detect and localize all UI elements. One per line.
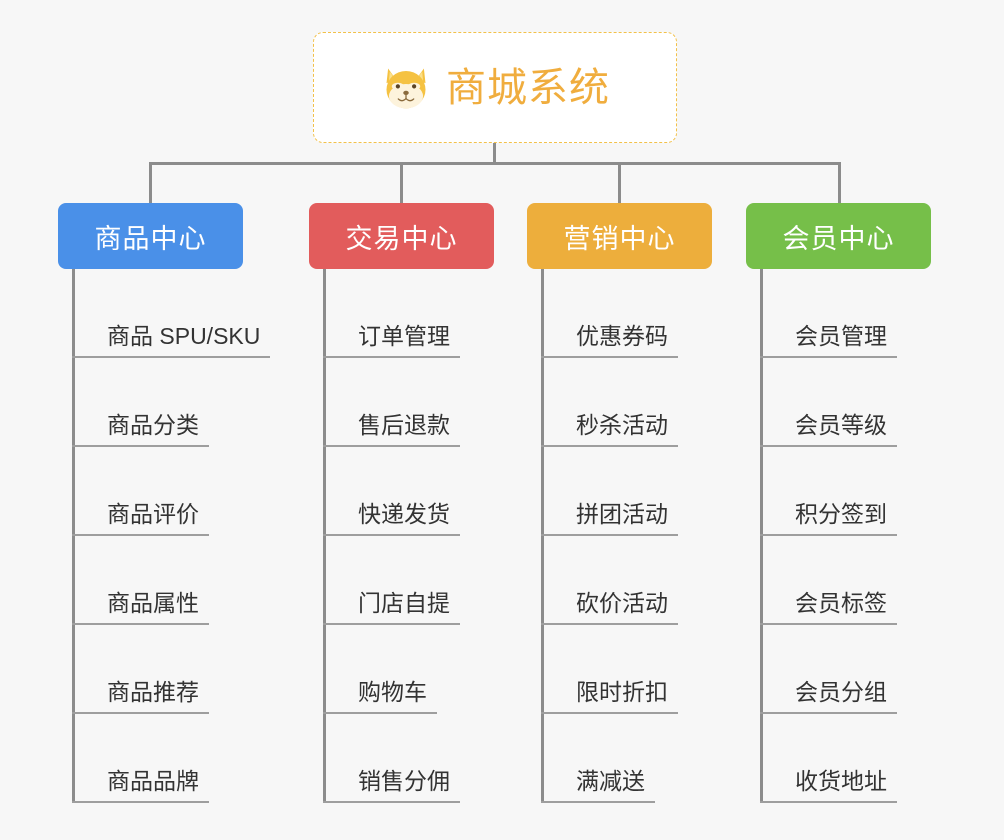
list-item[interactable]: 会员管理	[760, 269, 931, 358]
root-title: 商城系统	[446, 65, 610, 110]
list-item-label: 限时折扣	[541, 679, 678, 714]
branch-header-label: 营销中心	[563, 223, 676, 254]
list-item-label: 快递发货	[323, 501, 460, 536]
list-item[interactable]: 快递发货	[323, 447, 494, 536]
list-item[interactable]: 拼团活动	[541, 447, 712, 536]
branch-header-member[interactable]: 会员中心	[746, 203, 931, 269]
list-item[interactable]: 满减送	[541, 714, 712, 803]
branch-header-product[interactable]: 商品中心	[58, 203, 243, 269]
connector-bus	[149, 162, 841, 165]
list-item[interactable]: 商品分类	[72, 358, 270, 447]
branch-column-product: 商品中心 商品 SPU/SKU 商品分类 商品评价 商品属性 商品推荐 商品品牌	[58, 203, 271, 803]
branch-header-label: 商品中心	[94, 223, 207, 254]
branch-items-marketing: 优惠券码 秒杀活动 拼团活动 砍价活动 限时折扣 满减送	[541, 269, 712, 803]
branch-header-trade[interactable]: 交易中心	[309, 203, 494, 269]
list-item-label: 会员标签	[760, 590, 897, 625]
shiba-dog-face-icon	[386, 68, 426, 110]
list-item-label: 收货地址	[760, 768, 897, 803]
list-item[interactable]: 商品 SPU/SKU	[72, 269, 271, 358]
branch-header-marketing[interactable]: 营销中心	[527, 203, 712, 269]
list-item-label: 拼团活动	[541, 501, 678, 536]
list-item-label: 商品分类	[72, 412, 209, 447]
list-item[interactable]: 门店自提	[323, 536, 494, 625]
list-item[interactable]: 商品推荐	[72, 625, 270, 714]
list-item[interactable]: 优惠券码	[541, 269, 712, 358]
list-item-label: 满减送	[541, 768, 655, 803]
list-item-label: 优惠券码	[541, 323, 678, 358]
connector-drop-0	[149, 162, 152, 205]
list-item[interactable]: 秒杀活动	[541, 358, 712, 447]
list-item[interactable]: 砍价活动	[541, 536, 712, 625]
list-item-label: 商品品牌	[72, 768, 209, 803]
root-node[interactable]: 商城系统	[313, 32, 677, 143]
branch-column-member: 会员中心 会员管理 会员等级 积分签到 会员标签 会员分组 收货地址	[746, 203, 931, 803]
list-item[interactable]: 会员分组	[760, 625, 931, 714]
list-item-label: 售后退款	[323, 412, 460, 447]
list-item-label: 会员管理	[760, 323, 897, 358]
list-item-label: 门店自提	[323, 590, 460, 625]
list-item[interactable]: 商品属性	[72, 536, 270, 625]
list-item[interactable]: 售后退款	[323, 358, 494, 447]
list-item-label: 销售分佣	[323, 768, 460, 803]
list-item-label: 商品 SPU/SKU	[72, 323, 271, 358]
list-item-label: 商品属性	[72, 590, 209, 625]
list-item-label: 会员分组	[760, 679, 897, 714]
list-item[interactable]: 会员等级	[760, 358, 931, 447]
connector-root-stem	[493, 143, 496, 165]
branch-items-member: 会员管理 会员等级 积分签到 会员标签 会员分组 收货地址	[760, 269, 931, 803]
list-item-label: 商品推荐	[72, 679, 209, 714]
connector-drop-1	[400, 162, 403, 205]
branch-header-label: 会员中心	[782, 223, 895, 254]
list-item-label: 商品评价	[72, 501, 209, 536]
branch-header-label: 交易中心	[345, 223, 458, 254]
list-item[interactable]: 商品品牌	[72, 714, 270, 803]
branch-items-trade: 订单管理 售后退款 快递发货 门店自提 购物车 销售分佣	[323, 269, 494, 803]
list-item[interactable]: 会员标签	[760, 536, 931, 625]
list-item[interactable]: 积分签到	[760, 447, 931, 536]
list-item[interactable]: 购物车	[323, 625, 494, 714]
list-item-label: 会员等级	[760, 412, 897, 447]
list-item-label: 积分签到	[760, 501, 897, 536]
list-item-label: 购物车	[323, 679, 437, 714]
list-item-label: 订单管理	[323, 323, 460, 358]
list-item[interactable]: 限时折扣	[541, 625, 712, 714]
list-item[interactable]: 商品评价	[72, 447, 270, 536]
list-item-label: 砍价活动	[541, 590, 678, 625]
list-item[interactable]: 销售分佣	[323, 714, 494, 803]
branch-column-trade: 交易中心 订单管理 售后退款 快递发货 门店自提 购物车 销售分佣	[309, 203, 494, 803]
branch-items-product: 商品 SPU/SKU 商品分类 商品评价 商品属性 商品推荐 商品品牌	[72, 269, 271, 803]
connector-drop-3	[838, 162, 841, 205]
branch-column-marketing: 营销中心 优惠券码 秒杀活动 拼团活动 砍价活动 限时折扣 满减送	[527, 203, 712, 803]
list-item[interactable]: 订单管理	[323, 269, 494, 358]
connector-drop-2	[618, 162, 621, 205]
list-item-label: 秒杀活动	[541, 412, 678, 447]
list-item[interactable]: 收货地址	[760, 714, 931, 803]
